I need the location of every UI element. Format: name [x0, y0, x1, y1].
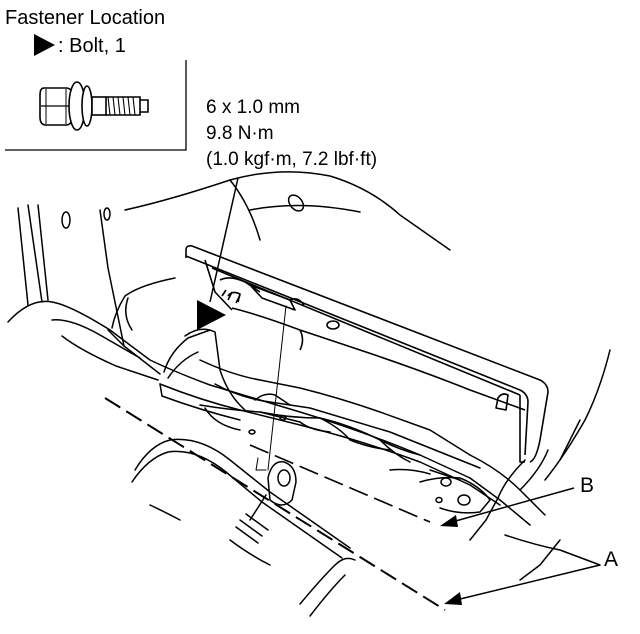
bolt-icon	[39, 81, 149, 131]
torque-spec: 6 x 1.0 mm 9.8 N·m (1.0 kgf·m, 7.2 lbf·f…	[206, 97, 377, 170]
callout-b: B	[440, 474, 594, 527]
section-line-b	[249, 444, 431, 523]
legend-title: Fastener Location	[5, 7, 165, 29]
spec-torque-alt: (1.0 kgf·m, 7.2 lbf·ft)	[206, 149, 377, 170]
spec-torque-nm: 9.8 N·m	[206, 123, 274, 144]
glovebox-lid	[185, 245, 549, 463]
dashboard-illustration	[7, 171, 611, 617]
bolt-location-marker-icon	[197, 300, 226, 330]
bolt-marker-icon	[34, 34, 55, 56]
spec-leader	[197, 177, 239, 330]
section-lines	[104, 397, 446, 611]
legend-frame	[5, 60, 187, 151]
callout-label-a: A	[604, 548, 618, 571]
legend-item-bolt: : Bolt, 1	[58, 35, 126, 57]
callout-label-b: B	[580, 474, 594, 497]
legend: Fastener Location : Bolt, 1	[5, 7, 187, 151]
spec-size: 6 x 1.0 mm	[206, 97, 300, 118]
section-line-a	[104, 397, 446, 611]
callout-a: A	[444, 548, 618, 605]
